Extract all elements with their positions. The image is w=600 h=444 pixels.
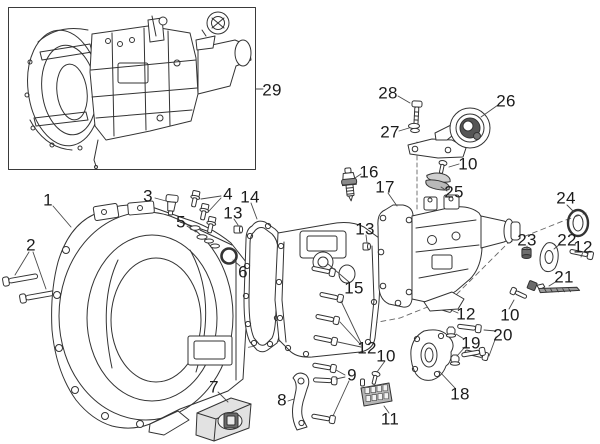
callout-1: 1 xyxy=(43,190,53,210)
inset-assembled-gearbox xyxy=(8,7,256,170)
part-3-plug xyxy=(165,194,179,216)
callout-19: 19 xyxy=(461,333,481,353)
part-13-dowel-pin-rear xyxy=(362,242,371,251)
leader-lines xyxy=(14,88,584,417)
callout-7: 7 xyxy=(209,377,219,397)
callout-16: 16 xyxy=(359,162,379,182)
callout-26: 26 xyxy=(496,91,516,111)
callout-12: 12 xyxy=(456,304,476,324)
callout-4: 4 xyxy=(223,184,233,204)
callout-28: 28 xyxy=(378,83,398,103)
leader-25 xyxy=(440,186,448,192)
part-11-grid-plate xyxy=(360,378,393,407)
leader-18 xyxy=(438,370,456,389)
callout-29: 29 xyxy=(262,80,282,100)
part-15-center-case xyxy=(274,222,382,358)
leader-7 xyxy=(217,391,229,403)
leader-24 xyxy=(566,204,575,213)
callout-2: 2 xyxy=(26,235,36,255)
leader-3 xyxy=(154,197,167,202)
callout-23: 23 xyxy=(517,230,537,250)
leader-16 xyxy=(354,173,362,179)
part-26-engine-mount xyxy=(407,107,491,159)
part-1-clutch-housing xyxy=(51,200,247,436)
part-17-rear-case xyxy=(377,194,521,312)
callout-17: 17 xyxy=(375,177,395,197)
leader-20 xyxy=(483,329,497,357)
callout-22: 22 xyxy=(557,230,577,250)
leader-15 xyxy=(327,263,350,283)
leader-28 xyxy=(397,95,411,104)
callout-24: 24 xyxy=(556,188,576,208)
part-13-dowel-pin-front xyxy=(233,225,244,234)
callout-12: 12 xyxy=(573,237,593,257)
part-8-support-lever xyxy=(292,372,310,431)
leader-8 xyxy=(287,398,295,402)
leader-6 xyxy=(232,259,241,267)
leader-26 xyxy=(480,104,499,118)
part-23-plug xyxy=(521,246,532,259)
part-27-washers xyxy=(408,122,420,134)
leader-11 xyxy=(383,405,390,414)
leader-17 xyxy=(387,192,398,207)
leader-21 xyxy=(548,280,558,287)
callout-5: 5 xyxy=(176,212,186,232)
part-21-breather xyxy=(526,280,581,294)
callout-12: 12 xyxy=(357,338,377,358)
leader-1 xyxy=(52,205,72,228)
part-22-retainer-plate xyxy=(539,242,559,273)
part-24-seal-ring xyxy=(566,208,590,238)
callout-6: 6 xyxy=(238,262,248,282)
callout-27: 27 xyxy=(380,122,400,142)
leader-19 xyxy=(455,333,466,357)
callout-15: 15 xyxy=(344,278,364,298)
leader-14 xyxy=(250,202,258,220)
callout-21: 21 xyxy=(554,267,574,287)
callout-20: 20 xyxy=(493,325,513,345)
leader-4 xyxy=(200,195,222,212)
leader-22 xyxy=(553,243,561,250)
callout-10: 10 xyxy=(376,346,396,366)
callout-11: 11 xyxy=(380,409,400,429)
callout-10: 10 xyxy=(458,154,478,174)
callout-8: 8 xyxy=(277,390,287,410)
callout-9: 9 xyxy=(347,365,357,385)
callout-14: 14 xyxy=(240,187,260,207)
part-6-o-ring xyxy=(220,247,238,265)
part-28-mount-bolt xyxy=(411,100,423,126)
leader-10 xyxy=(376,163,515,373)
callout-18: 18 xyxy=(450,384,470,404)
leader-13 xyxy=(233,218,368,244)
part-5-washers xyxy=(189,225,220,249)
part-14-intermediate-plate xyxy=(242,220,284,353)
leader-9 xyxy=(332,369,350,417)
callout-25: 25 xyxy=(444,182,464,202)
leader-2 xyxy=(14,251,47,290)
leader-5 xyxy=(186,225,197,233)
callout-3: 3 xyxy=(143,186,153,206)
part-16-switch xyxy=(341,167,358,202)
leader-12 xyxy=(337,251,584,348)
part-7-bottom-cover xyxy=(195,397,252,442)
leader-27 xyxy=(398,127,410,132)
callout-13: 13 xyxy=(355,219,375,239)
part-18-bracket-plate xyxy=(410,329,454,381)
callout-13: 13 xyxy=(223,203,243,223)
callout-10: 10 xyxy=(500,305,520,325)
